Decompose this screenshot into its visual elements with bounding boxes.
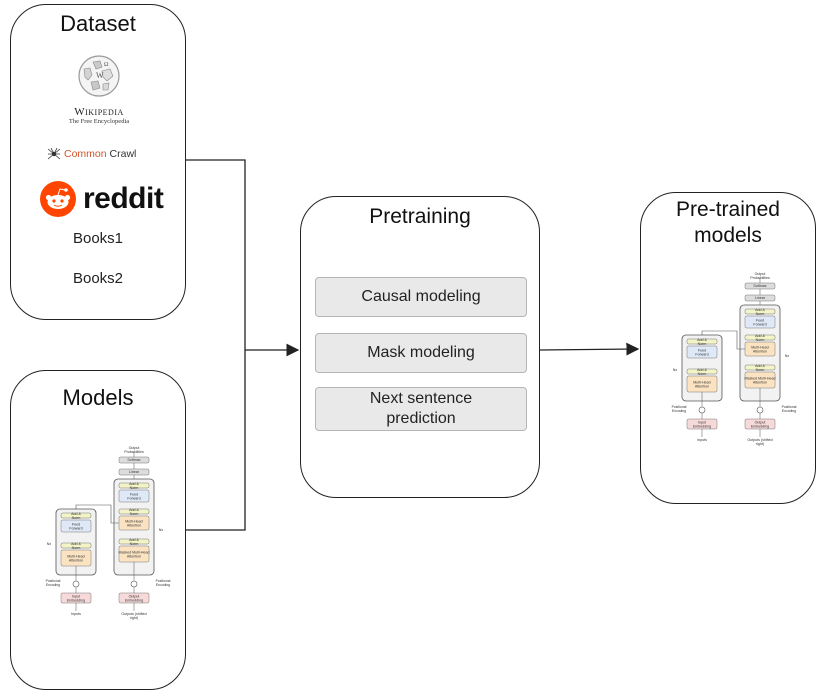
transformer-architecture-diagram: OutputProbabilitiesSoftmaxLinearAdd &Nor… bbox=[41, 445, 181, 631]
inputs-label: Inputs bbox=[71, 612, 81, 616]
transformer-diagram-svg: OutputProbabilitiesSoftmaxLinearAdd &Nor… bbox=[672, 272, 797, 446]
transformer-diagram-svg: OutputProbabilitiesSoftmaxLinearAdd &Nor… bbox=[46, 446, 171, 620]
decoder-addnorm-2-box bbox=[744, 334, 776, 341]
commoncrawl-common-text: Common bbox=[64, 148, 107, 160]
wikipedia-tagline: The Free Encyclopedia bbox=[68, 118, 130, 125]
reddit-alien-icon bbox=[40, 181, 76, 217]
inputs-label: Inputs bbox=[697, 438, 707, 442]
models-panel: Models OutputProbabilitiesSoftmaxLinearA… bbox=[10, 370, 186, 690]
mask-modeling-step: Mask modeling bbox=[315, 333, 527, 373]
encoder-feed-forward-box bbox=[60, 519, 92, 533]
pretrained-models-panel: Pre-trained models OutputProbabilitiesSo… bbox=[640, 192, 816, 504]
models-connector bbox=[186, 350, 246, 531]
decoder-addnorm-2-label: Add &Norm bbox=[755, 334, 765, 342]
decoder-addnorm-3-box bbox=[118, 538, 150, 545]
encoder-positional-encoding-symbol bbox=[72, 580, 80, 588]
wikipedia-globe-icon: W Ω bbox=[78, 55, 120, 97]
svg-text:W: W bbox=[96, 71, 104, 80]
encoder-addnorm-1-box bbox=[686, 338, 718, 345]
linear-label: Linear bbox=[755, 296, 766, 300]
decoder-addnorm-3-label: Add &Norm bbox=[129, 538, 139, 546]
decoder-addnorm-2-label: Add &Norm bbox=[129, 508, 139, 516]
books1-label: Books1 bbox=[72, 230, 124, 247]
pretraining-title: Pretraining bbox=[369, 205, 471, 228]
decoder-positional-encoding-symbol bbox=[756, 406, 764, 414]
decoder-addnorm-3-box bbox=[744, 364, 776, 371]
reddit-logo: reddit bbox=[39, 179, 164, 219]
decoder-addnorm-1-label: Add &Norm bbox=[129, 482, 139, 490]
encoder-addnorm-2-label: Add &Norm bbox=[71, 542, 81, 550]
softmax-label: Softmax bbox=[753, 284, 766, 288]
encoder-decoder-connection bbox=[701, 330, 745, 350]
decoder-addnorm-1-label: Add &Norm bbox=[755, 308, 765, 316]
encoder-feed-forward-box bbox=[686, 345, 718, 359]
encoder-addnorm-1-label: Add &Norm bbox=[697, 338, 707, 346]
decoder-nx-label: Nx bbox=[785, 354, 790, 358]
dataset-title: Dataset bbox=[60, 11, 136, 36]
arrow-to-pretrained bbox=[539, 342, 640, 356]
encoder-addnorm-2-box bbox=[60, 542, 92, 549]
encoder-addnorm-2-label: Add &Norm bbox=[697, 368, 707, 376]
transformer-architecture-diagram: OutputProbabilitiesSoftmaxLinearAdd &Nor… bbox=[667, 271, 807, 457]
decoder-addnorm-2-box bbox=[118, 508, 150, 515]
dataset-connector bbox=[186, 159, 246, 350]
softmax-label: Softmax bbox=[127, 458, 140, 462]
encoder-positional-encoding-symbol bbox=[698, 406, 706, 414]
linear-label: Linear bbox=[129, 470, 140, 474]
pretraining-panel: Pretraining Causal modeling Mask modelin… bbox=[300, 196, 540, 498]
models-title: Models bbox=[62, 385, 134, 410]
commoncrawl-logo: Common Crawl bbox=[47, 145, 136, 163]
reddit-wordmark: reddit bbox=[83, 182, 164, 215]
wikipedia-wordmark: Wikipedia bbox=[74, 106, 124, 118]
decoder-addnorm-1-box bbox=[744, 308, 776, 315]
encoder-nx-label: Nx bbox=[47, 542, 52, 546]
next-sentence-prediction-step: Next sentence prediction bbox=[315, 387, 527, 431]
wikipedia-logo: W Ω Wikipedia The Free Encyclopedia bbox=[61, 53, 137, 129]
books2-label: Books2 bbox=[72, 270, 124, 287]
decoder-nx-label: Nx bbox=[159, 528, 164, 532]
spider-icon bbox=[47, 147, 61, 160]
decoder-feed-forward-box bbox=[744, 315, 776, 329]
encoder-addnorm-1-label: Add &Norm bbox=[71, 512, 81, 520]
dataset-panel: Dataset W Ω Wikipedia The Free Encyclope… bbox=[10, 4, 186, 320]
encoder-decoder-connection bbox=[75, 504, 119, 524]
decoder-positional-encoding-symbol bbox=[130, 580, 138, 588]
encoder-addnorm-2-box bbox=[686, 368, 718, 375]
encoder-addnorm-1-box bbox=[60, 512, 92, 519]
decoder-feed-forward-box bbox=[118, 489, 150, 503]
pretrained-models-title: Pre-trained models bbox=[676, 198, 780, 247]
encoder-nx-label: Nx bbox=[673, 368, 678, 372]
commoncrawl-crawl-text: Crawl bbox=[109, 148, 137, 160]
decoder-addnorm-3-label: Add &Norm bbox=[755, 364, 765, 372]
causal-modeling-step: Causal modeling bbox=[315, 277, 527, 317]
svg-text:Ω: Ω bbox=[104, 62, 109, 68]
decoder-addnorm-1-box bbox=[118, 482, 150, 489]
